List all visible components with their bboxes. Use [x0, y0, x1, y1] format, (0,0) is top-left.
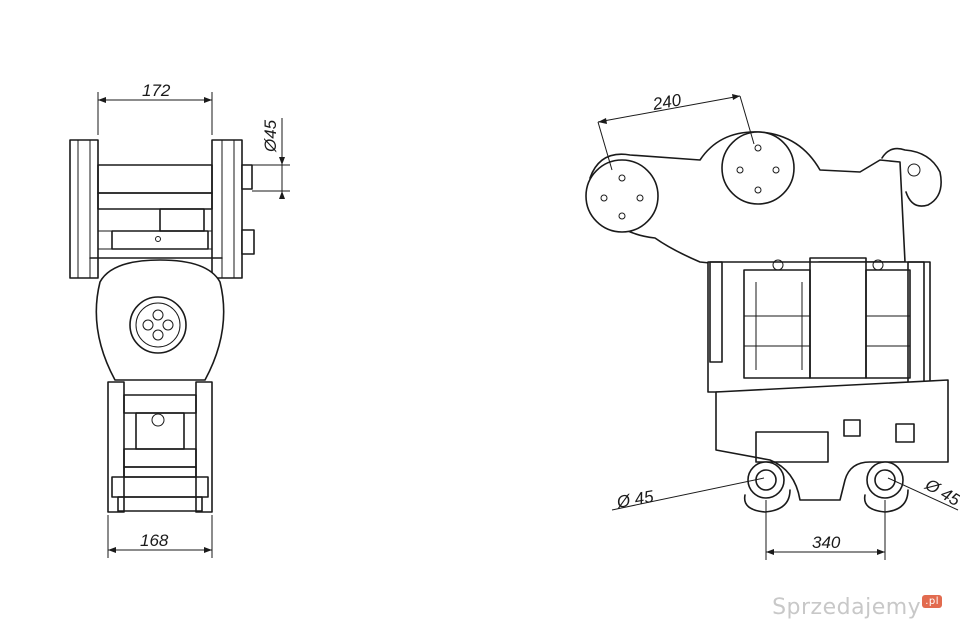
- front-view-dimensions: 172 Ø45 168: [97, 81, 290, 558]
- dim-top-width: 172: [142, 81, 171, 100]
- watermark: Sprzedajemy.pl: [772, 595, 942, 620]
- watermark-text: Sprzedajemy: [772, 595, 922, 620]
- dim-bottom-width: 168: [140, 531, 169, 550]
- dim-hook-pin-diameter: Ø 45: [614, 487, 655, 512]
- dim-pin-diameter-side: Ø45: [261, 119, 280, 153]
- side-view: [585, 131, 949, 513]
- dim-arm-pin-spacing: 240: [650, 90, 683, 114]
- dim-hook-pin-diameter-right: Ø 45: [921, 475, 960, 511]
- dim-hook-spacing: 340: [812, 533, 841, 552]
- watermark-badge: .pl: [922, 595, 942, 608]
- front-view: [69, 139, 255, 513]
